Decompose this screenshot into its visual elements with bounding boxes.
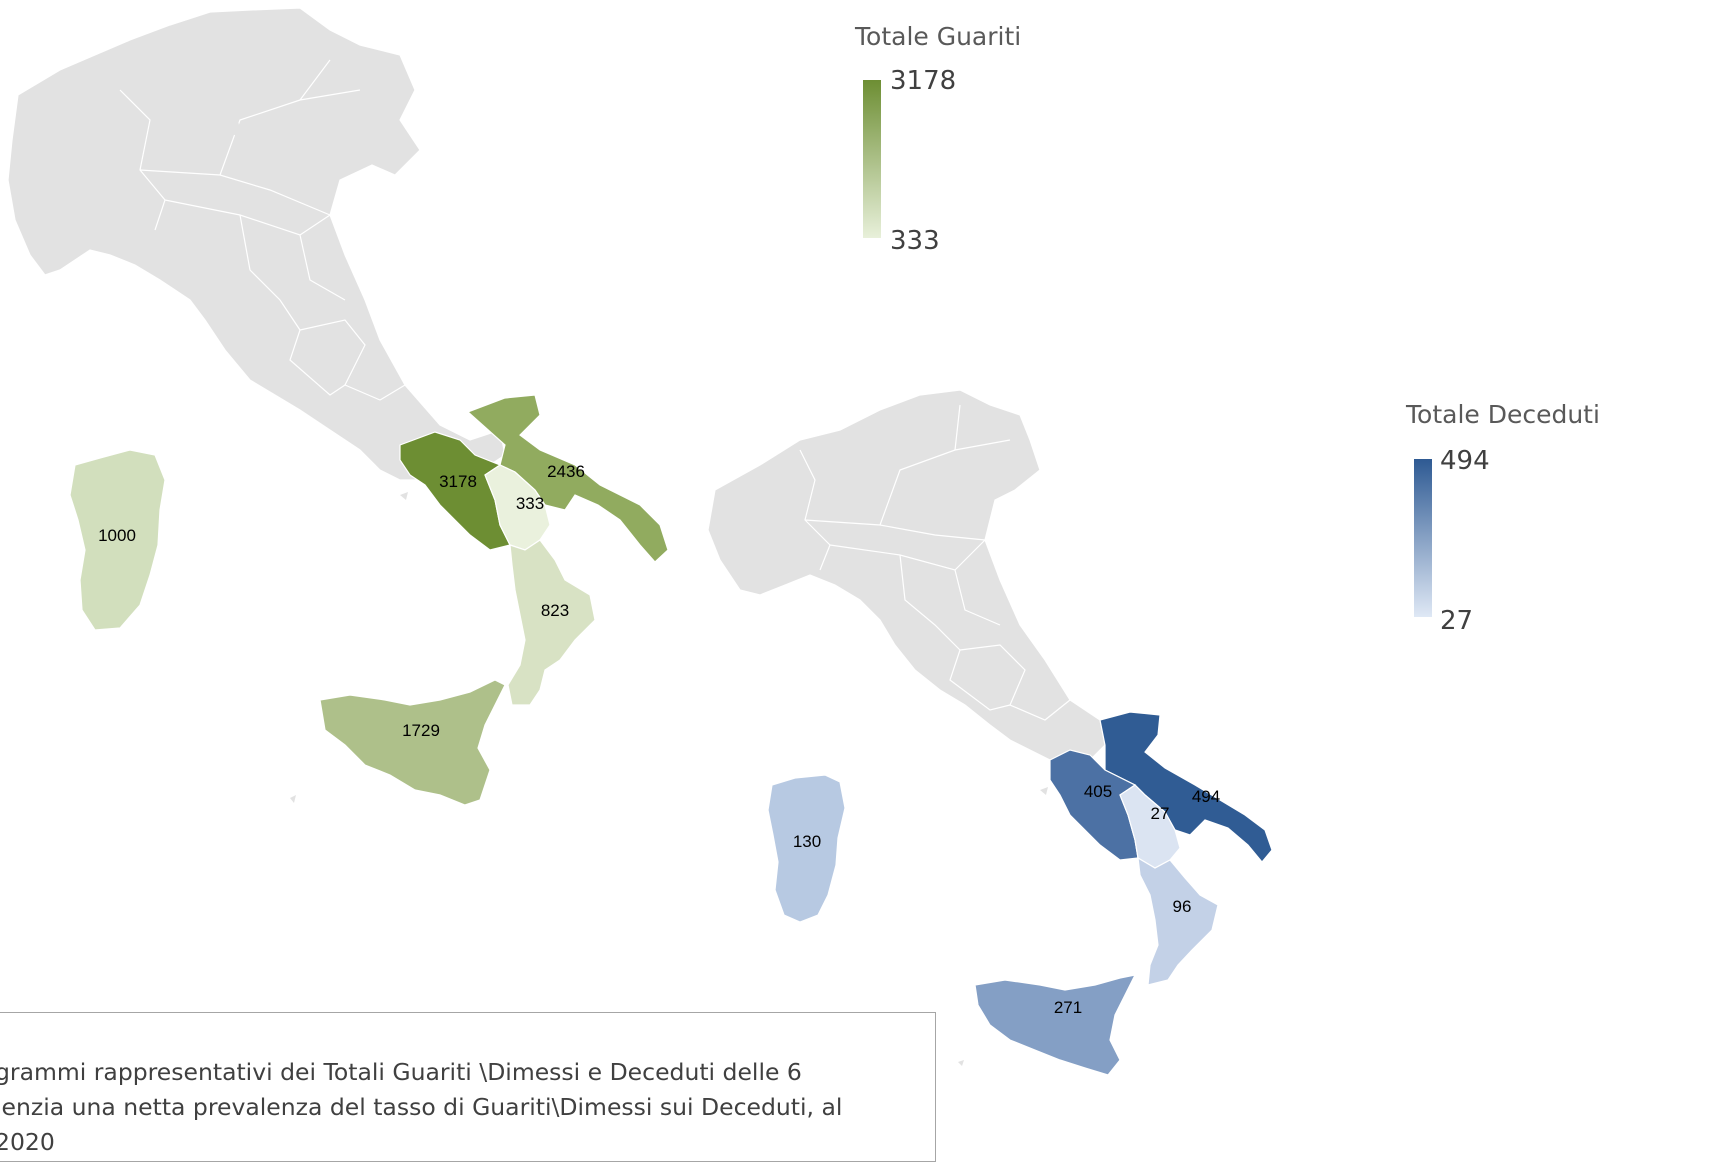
map-deceduti-region-calabria (1137, 856, 1219, 986)
legend-deceduti-min: 27 (1440, 606, 1474, 636)
map-guariti-label-sardegna: 1000 (98, 526, 136, 545)
caption-line-1: grammi rappresentativi dei Totali Guarit… (0, 1058, 802, 1086)
map-deceduti-north-landmass (707, 389, 1106, 766)
map-deceduti-label-sardegna: 130 (793, 832, 821, 851)
map-deceduti-label-sicilia: 271 (1054, 998, 1082, 1017)
legend-deceduti-max: 494 (1440, 446, 1490, 476)
map-deceduti-label-campania: 405 (1084, 782, 1112, 801)
legend-guariti-title: Totale Guariti (855, 22, 1022, 51)
map-guariti-region-sardegna (69, 449, 166, 631)
map-guariti-region-calabria (507, 539, 596, 706)
map-guariti-label-campania: 3178 (439, 472, 477, 491)
caption-line-2: lenzia una netta prevalenza del tasso di… (0, 1093, 843, 1121)
map-deceduti-labels: 405 494 27 96 271 130 (793, 782, 1220, 1017)
legend-guariti-gradient-bar (863, 80, 881, 238)
legend-guariti-min: 333 (890, 226, 940, 256)
map-guariti-label-calabria: 823 (541, 601, 569, 620)
map-deceduti-borders (799, 404, 1071, 721)
legend-deceduti-gradient-bar (1414, 459, 1432, 617)
caption-box: grammi rappresentativi dei Totali Guarit… (0, 1012, 936, 1162)
map-deceduti: 405 494 27 96 271 130 (707, 389, 1273, 1076)
caption-text: grammi rappresentativi dei Totali Guarit… (0, 1055, 915, 1160)
legend-deceduti-title: Totale Deceduti (1406, 400, 1600, 429)
map-deceduti-label-calabria: 96 (1173, 897, 1192, 916)
map-guariti-region-sicilia (319, 679, 506, 806)
map-deceduti-label-basilicata: 27 (1151, 804, 1170, 823)
map-deceduti-label-puglia: 494 (1192, 787, 1220, 806)
map-guariti-label-basilicata: 333 (516, 494, 544, 513)
map-guariti-north-landmass (7, 7, 506, 481)
map-deceduti-region-sardegna (767, 774, 846, 923)
map-deceduti-region-sicilia (974, 974, 1137, 1076)
legend-guariti-max: 3178 (890, 66, 957, 96)
map-guariti-label-sicilia: 1729 (402, 721, 440, 740)
map-guariti-labels: 3178 2436 333 823 1729 1000 (98, 462, 585, 740)
map-guariti-borders (119, 59, 406, 401)
map-guariti-label-puglia: 2436 (547, 462, 585, 481)
map-guariti: 3178 2436 333 823 1729 1000 (7, 7, 669, 806)
caption-line-3: 2020 (0, 1128, 55, 1156)
